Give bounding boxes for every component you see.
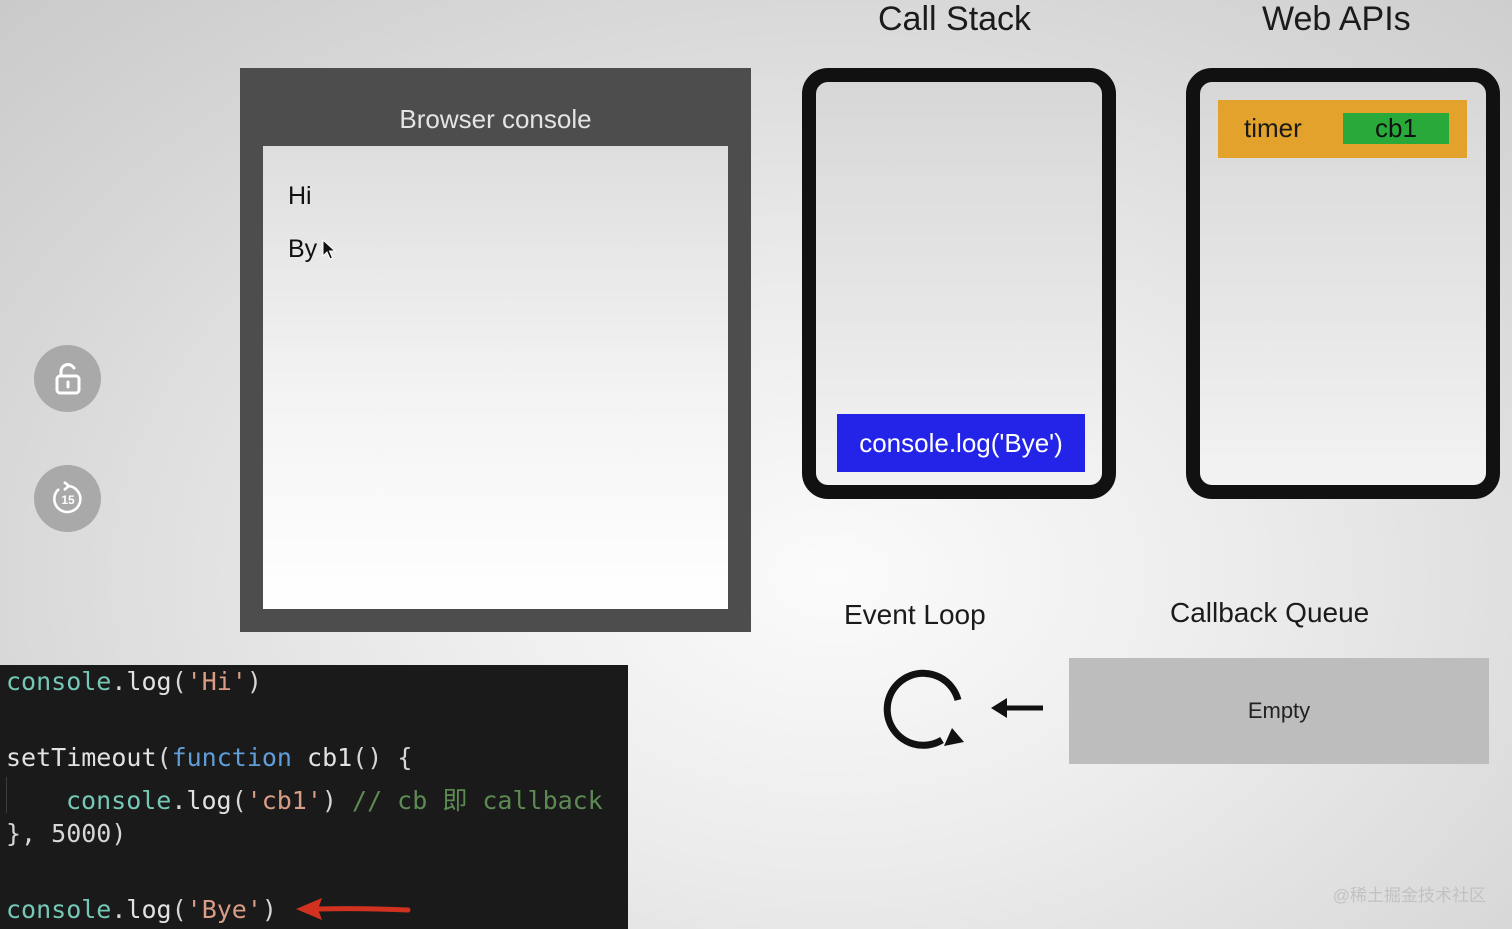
console-output: Hi By: [263, 146, 728, 609]
event-loop-label: Event Loop: [844, 599, 986, 630]
code-token: .: [111, 895, 127, 924]
call-stack-title: Call Stack: [878, 0, 1032, 38]
refresh-loop-icon: [883, 669, 964, 749]
code-token: console: [66, 786, 172, 815]
code-line: }, 5000): [6, 819, 127, 848]
code-token: .: [171, 786, 187, 815]
call-stack-frame: console.log('Bye'): [837, 414, 1085, 472]
timer-callback: cb1: [1343, 113, 1449, 144]
code-token: (: [171, 895, 187, 924]
code-token: log: [126, 895, 172, 924]
code-token: () {: [352, 743, 413, 772]
code-token: (: [231, 786, 247, 815]
web-apis-title: Web APIs: [1262, 0, 1411, 38]
browser-console: Browser console Hi By: [240, 68, 751, 632]
web-apis-panel: timer cb1: [1186, 68, 1500, 499]
code-line: setTimeout(function cb1() {: [6, 743, 412, 772]
code-token: (: [156, 743, 172, 772]
red-arrow-icon: [296, 898, 411, 920]
replay-15-button[interactable]: 15: [34, 465, 101, 532]
code-token: ): [246, 667, 262, 696]
console-title: Browser console: [399, 104, 592, 134]
code-editor: console.log('Hi') setTimeout(function cb…: [0, 665, 628, 929]
svg-text:15: 15: [61, 493, 75, 507]
cursor-icon: [322, 239, 336, 260]
arrow-left-icon: [991, 698, 1043, 718]
code-line: console.log('Bye'): [6, 895, 277, 924]
code-token: cb1: [292, 743, 353, 772]
code-token: ): [321, 786, 337, 815]
code-comment: // cb 即 callback: [336, 786, 603, 815]
code-token: 'cb1': [246, 786, 322, 815]
watermark: @稀土掘金技术社区: [1332, 886, 1486, 905]
code-token: console: [6, 895, 112, 924]
code-token: .: [111, 667, 127, 696]
code-token: (: [171, 667, 187, 696]
unlock-icon: [55, 362, 80, 394]
code-token: log: [126, 667, 172, 696]
code-token: setTimeout: [6, 743, 157, 772]
code-line: console.log('Hi'): [6, 667, 262, 696]
code-token: function: [171, 743, 292, 772]
code-token: console: [6, 667, 112, 696]
timer-entry: timer cb1: [1218, 100, 1467, 158]
code-token: ): [261, 895, 277, 924]
code-token: 'Bye': [186, 895, 262, 924]
timer-label: timer: [1244, 113, 1302, 143]
code-token: log: [186, 786, 232, 815]
replay-15-icon: 15: [52, 480, 82, 513]
unlock-button[interactable]: [34, 345, 101, 412]
callback-queue: Empty: [1069, 658, 1489, 764]
code-token: 'Hi': [186, 667, 247, 696]
console-line: By: [288, 235, 318, 263]
indent-guide: [6, 777, 7, 813]
code-line: console.log('cb1') // cb 即 callback: [66, 781, 603, 817]
console-line: Hi: [288, 182, 312, 210]
call-stack-panel: console.log('Bye'): [802, 68, 1116, 499]
callback-queue-label: Callback Queue: [1170, 597, 1370, 628]
